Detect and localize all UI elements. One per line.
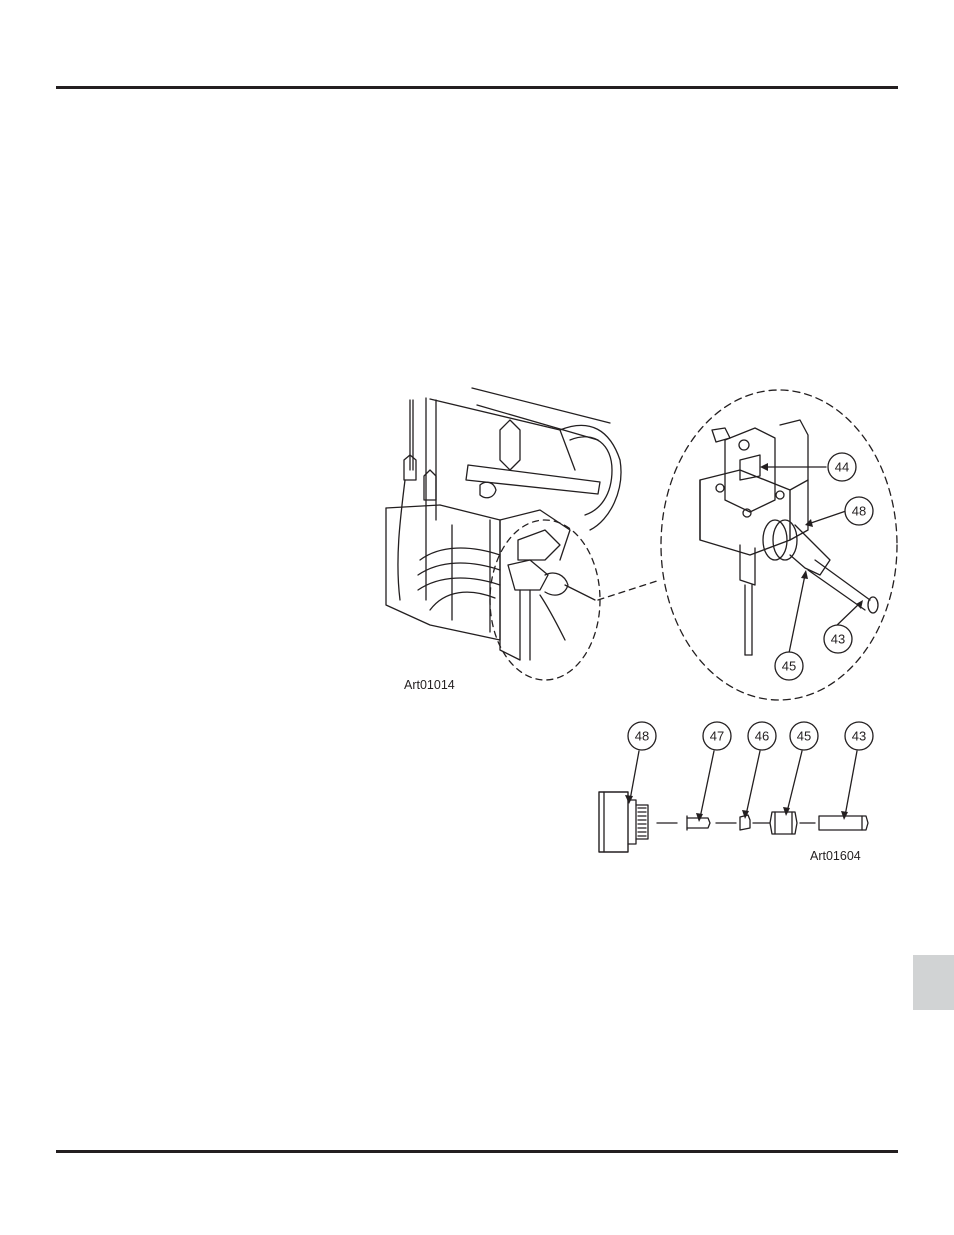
art-number-exploded: Art01604 <box>810 849 861 863</box>
callout-label: 44 <box>835 460 849 475</box>
callout-label: 43 <box>831 632 845 647</box>
callout-label: 45 <box>797 729 811 744</box>
callout-label: 48 <box>852 504 866 519</box>
callout-label: 47 <box>710 729 724 744</box>
footer-rule <box>56 1150 898 1153</box>
callout-label: 45 <box>782 659 796 674</box>
callout-label: 48 <box>635 729 649 744</box>
section-tab <box>913 955 954 1010</box>
art-number-installed: Art01014 <box>404 678 455 692</box>
callout-label: 43 <box>852 729 866 744</box>
callout-label: 46 <box>755 729 769 744</box>
